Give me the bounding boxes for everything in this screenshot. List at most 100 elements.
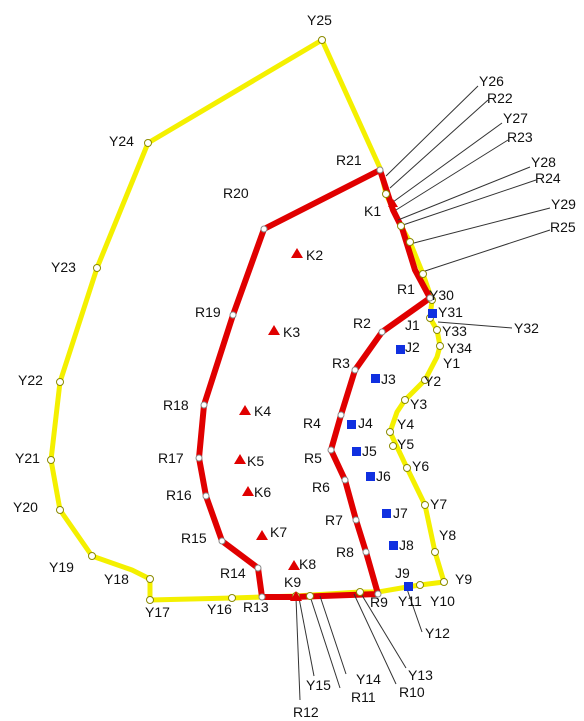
label-r3: R3 bbox=[332, 355, 350, 371]
label-y20: Y20 bbox=[13, 499, 38, 515]
label-y3: Y3 bbox=[410, 396, 427, 412]
label-y17: Y17 bbox=[145, 604, 170, 620]
label-j7: J7 bbox=[393, 505, 408, 521]
label-r16: R16 bbox=[166, 487, 192, 503]
label-y25: Y25 bbox=[307, 12, 332, 28]
k6-marker bbox=[242, 486, 254, 496]
label-r10: R10 bbox=[399, 684, 425, 700]
j5-marker bbox=[352, 447, 361, 456]
label-k2: K2 bbox=[306, 247, 323, 263]
label-y4: Y4 bbox=[397, 416, 414, 432]
label-y27: Y27 bbox=[503, 110, 528, 126]
yellow-point-labels: Y1 Y2 Y3 Y4 Y5 Y6 Y7 Y8 Y9 Y10 Y11 Y12 Y… bbox=[13, 12, 576, 693]
label-y24: Y24 bbox=[109, 133, 134, 149]
label-k5: K5 bbox=[247, 453, 264, 469]
label-r2: R2 bbox=[353, 315, 371, 331]
label-r25: R25 bbox=[550, 219, 576, 235]
label-y22: Y22 bbox=[18, 372, 43, 388]
label-y1: Y1 bbox=[443, 355, 460, 371]
label-r12: R12 bbox=[293, 704, 319, 720]
label-y30: Y30 bbox=[429, 287, 454, 303]
k9-marker bbox=[290, 591, 302, 601]
label-j5: J5 bbox=[362, 443, 377, 459]
label-r22: R22 bbox=[487, 90, 513, 106]
j7-marker bbox=[382, 509, 391, 518]
red-vertices bbox=[195, 166, 434, 601]
label-k1: K1 bbox=[364, 203, 381, 219]
label-r5: R5 bbox=[304, 450, 322, 466]
j-markers bbox=[347, 309, 437, 591]
yellow-vertices bbox=[47, 36, 448, 604]
label-y23: Y23 bbox=[51, 259, 76, 275]
label-y32: Y32 bbox=[514, 320, 539, 336]
label-y19: Y19 bbox=[49, 559, 74, 575]
label-j8: J8 bbox=[399, 537, 414, 553]
label-y7: Y7 bbox=[430, 496, 447, 512]
j6-marker bbox=[366, 472, 375, 481]
label-k6: K6 bbox=[254, 484, 271, 500]
label-r6: R6 bbox=[312, 479, 330, 495]
label-r21: R21 bbox=[336, 152, 362, 168]
label-r24: R24 bbox=[535, 170, 561, 186]
k7-marker bbox=[256, 530, 268, 540]
label-r20: R20 bbox=[223, 185, 249, 201]
k4-marker bbox=[239, 405, 251, 415]
j3-marker bbox=[371, 374, 380, 383]
label-j2: J2 bbox=[405, 339, 420, 355]
label-y2: Y2 bbox=[424, 373, 441, 389]
j4-marker bbox=[347, 420, 356, 429]
label-y28: Y28 bbox=[531, 154, 556, 170]
label-y16: Y16 bbox=[207, 601, 232, 617]
label-k7: K7 bbox=[270, 524, 287, 540]
label-y34: Y34 bbox=[447, 340, 472, 356]
label-r18: R18 bbox=[163, 397, 189, 413]
red-point-labels: R1 R2 R3 R4 R5 R6 R7 R8 R9 R10 R11 R12 R… bbox=[158, 90, 576, 720]
label-y18: Y18 bbox=[104, 571, 129, 587]
label-j3: J3 bbox=[381, 371, 396, 387]
label-y14: Y14 bbox=[356, 671, 381, 687]
label-r8: R8 bbox=[336, 544, 354, 560]
label-y15: Y15 bbox=[306, 677, 331, 693]
label-y26: Y26 bbox=[479, 73, 504, 89]
k1-marker bbox=[388, 199, 398, 207]
label-y8: Y8 bbox=[439, 527, 456, 543]
label-y33: Y33 bbox=[442, 323, 467, 339]
leader-lines bbox=[295, 85, 551, 701]
j2-marker bbox=[396, 345, 405, 354]
j8-marker bbox=[389, 541, 398, 550]
j-labels: J1 J2 J3 J4 J5 J6 J7 J8 J9 bbox=[358, 317, 420, 581]
label-y9: Y9 bbox=[455, 571, 472, 587]
label-y10: Y10 bbox=[430, 593, 455, 609]
label-y12: Y12 bbox=[425, 625, 450, 641]
label-j4: J4 bbox=[358, 415, 373, 431]
k5-marker bbox=[234, 454, 246, 464]
label-k9: K9 bbox=[284, 574, 301, 590]
label-y6: Y6 bbox=[412, 458, 429, 474]
label-r7: R7 bbox=[325, 512, 343, 528]
k-markers bbox=[234, 199, 398, 601]
label-j9: J9 bbox=[395, 565, 410, 581]
label-k8: K8 bbox=[299, 556, 316, 572]
label-r19: R19 bbox=[195, 304, 221, 320]
label-r11: R11 bbox=[351, 689, 376, 705]
label-k4: K4 bbox=[254, 403, 271, 419]
label-r15: R15 bbox=[181, 530, 207, 546]
k3-marker bbox=[268, 325, 280, 335]
label-r17: R17 bbox=[158, 450, 184, 466]
label-r14: R14 bbox=[220, 565, 246, 581]
label-r1: R1 bbox=[397, 281, 415, 297]
label-y11: Y11 bbox=[398, 593, 422, 609]
label-r23: R23 bbox=[507, 129, 533, 145]
label-k3: K3 bbox=[283, 324, 300, 340]
label-y31: Y31 bbox=[438, 304, 463, 320]
label-r4: R4 bbox=[303, 415, 321, 431]
label-r13: R13 bbox=[243, 599, 269, 615]
k-labels: K1 K2 K3 K4 K5 K6 K7 K8 K9 bbox=[247, 203, 381, 590]
k2-marker bbox=[291, 248, 303, 258]
j1-marker bbox=[428, 309, 437, 318]
label-y5: Y5 bbox=[397, 436, 414, 452]
label-y21: Y21 bbox=[15, 450, 40, 466]
label-y29: Y29 bbox=[551, 196, 576, 212]
label-y13: Y13 bbox=[408, 667, 433, 683]
